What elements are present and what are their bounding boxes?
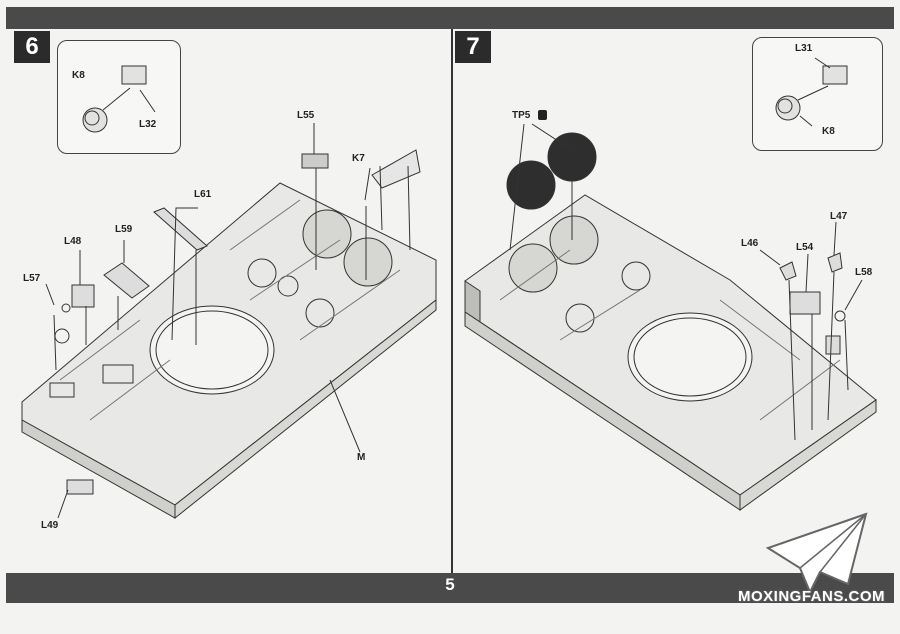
paper-plane-logo	[765, 512, 868, 595]
watermark-text: MOXINGFANS.COM	[738, 588, 886, 605]
part-label-k7: K7	[352, 153, 365, 164]
part-label-l55: L55	[297, 110, 315, 121]
part-label-k8: K8	[72, 70, 85, 81]
part-label-l58: L58	[855, 267, 873, 278]
footer-band	[6, 573, 894, 603]
part-label-l61: L61	[194, 189, 212, 200]
step-7-badge: 7	[455, 31, 491, 63]
part-label-l54: L54	[796, 242, 814, 253]
step-7-detail-inset	[752, 37, 883, 151]
part-label-l31: L31	[795, 43, 813, 54]
step-7-hull	[464, 194, 877, 511]
page-number: 5	[445, 575, 455, 594]
part-label-l57: L57	[23, 273, 41, 284]
part-label-k8-step7: K8	[822, 126, 835, 137]
part-label-tp5: TP5	[512, 110, 531, 121]
part-label-m: M	[357, 452, 366, 463]
photo-etch-icon	[538, 110, 547, 120]
part-label-l46: L46	[741, 238, 759, 249]
part-label-l49: L49	[41, 520, 59, 531]
part-label-l32: L32	[139, 119, 157, 130]
part-label-l48: L48	[64, 236, 82, 247]
header-band	[6, 7, 894, 29]
page-divider	[451, 29, 453, 573]
step-6-hull	[21, 182, 437, 520]
part-label-l59: L59	[115, 224, 133, 235]
part-label-l47: L47	[830, 211, 848, 222]
step-6-badge: 6	[14, 31, 50, 63]
